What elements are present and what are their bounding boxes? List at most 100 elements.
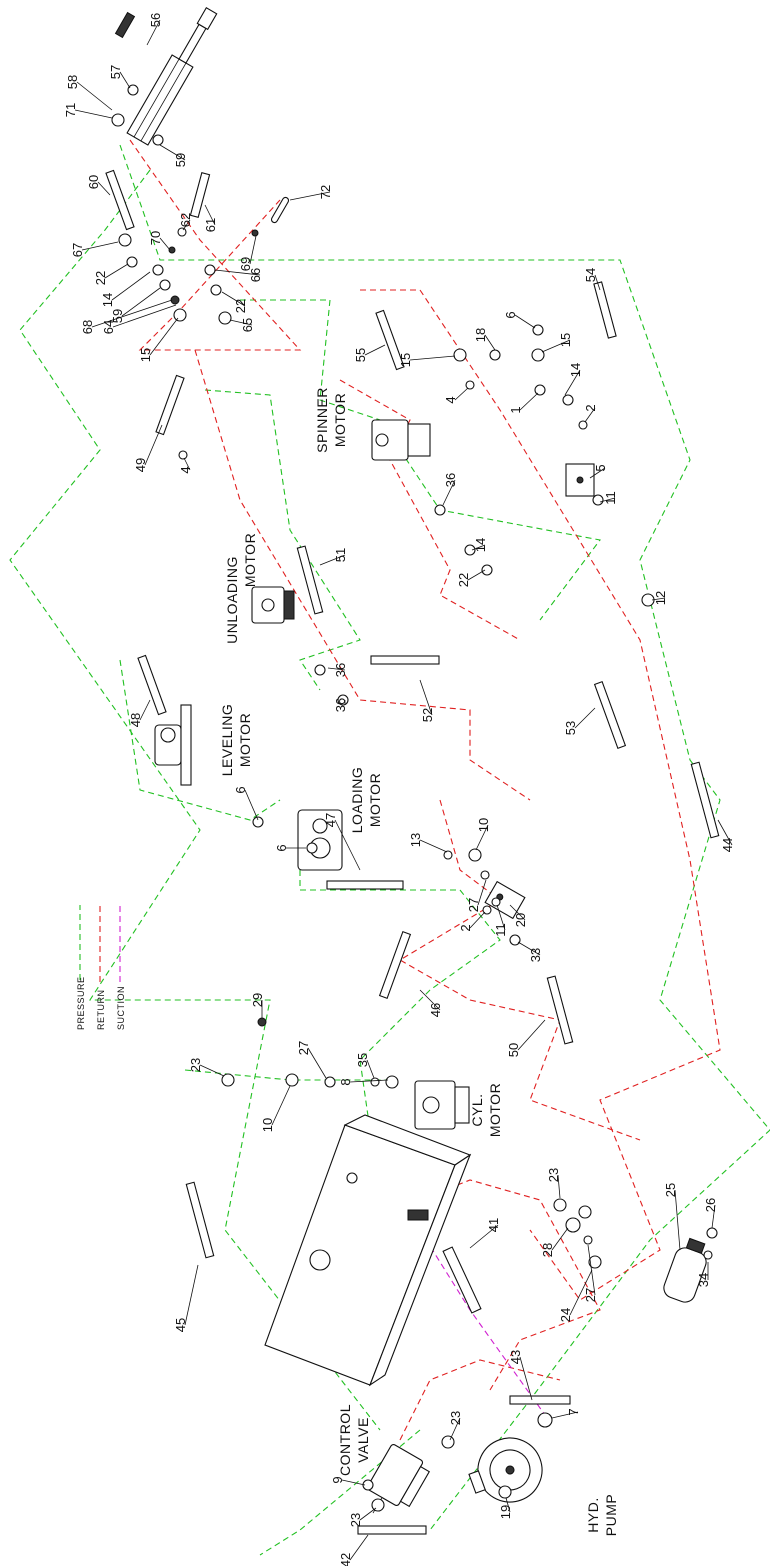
part-number-23: 23 <box>448 1411 463 1425</box>
part-number-57: 57 <box>108 65 123 79</box>
leader-line-50 <box>517 1019 546 1051</box>
pressure-line-loading <box>299 840 501 1201</box>
fitting-23-e <box>371 1498 385 1512</box>
part-number-43: 43 <box>508 1350 523 1364</box>
part-number-44: 44 <box>720 838 735 852</box>
part-number-35: 35 <box>355 1053 370 1067</box>
hose-60 <box>105 169 135 231</box>
part-number-36: 36 <box>333 663 348 677</box>
leader-line-22 <box>104 263 129 279</box>
hose-41 <box>442 1246 482 1314</box>
fitting-13 <box>443 850 453 860</box>
hose-54 <box>593 281 617 339</box>
component-labels: SPINNER MOTOR UNLOADING MOTOR LEVELING M… <box>219 387 619 1536</box>
fitting-4-mid <box>178 450 188 460</box>
leader-line-18 <box>484 334 496 351</box>
leader-line-9 <box>341 1479 366 1486</box>
fitting-23-d <box>441 1435 455 1449</box>
leader-line-2 <box>584 407 596 423</box>
part-number-23: 23 <box>188 1058 203 1072</box>
spinner-valve-block <box>565 463 595 497</box>
part-number-20: 20 <box>513 913 528 927</box>
part-number-64: 64 <box>101 320 116 334</box>
part-number-24: 24 <box>558 1308 573 1322</box>
leveling-motor-label-2: MOTOR <box>237 713 253 767</box>
leader-line-27 <box>477 879 487 906</box>
fitting-14-b <box>464 544 476 556</box>
part-number-62: 62 <box>178 213 193 227</box>
part-number-60: 60 <box>86 175 101 189</box>
leader-line-62 <box>182 219 191 231</box>
leader-line-19 <box>505 1497 511 1513</box>
part-number-27: 27 <box>466 898 481 912</box>
fitting-69 <box>251 229 259 237</box>
part-number-4: 4 <box>443 396 458 403</box>
hose-43 <box>509 1395 571 1405</box>
hose-47 <box>326 880 404 890</box>
part-number-15: 15 <box>398 353 413 367</box>
fitting-27-a <box>480 870 490 880</box>
part-number-51: 51 <box>333 548 348 562</box>
spinner-motor-label-2: MOTOR <box>332 393 348 447</box>
fitting-29 <box>257 1017 267 1027</box>
hose-44 <box>690 761 720 839</box>
fitting-22-mid <box>210 284 222 296</box>
fitting-22-b <box>481 564 493 576</box>
part-number-22: 22 <box>456 573 471 587</box>
part-number-9: 9 <box>330 1476 345 1483</box>
leader-line-12 <box>651 597 666 601</box>
fitting-27-b <box>324 1076 336 1088</box>
fitting-33 <box>509 934 521 946</box>
control-valve-label-1: CONTROL <box>337 1404 353 1476</box>
part-number-61: 61 <box>203 218 218 232</box>
fitting-59-mid <box>159 279 171 291</box>
leader-line-23 <box>557 1174 561 1199</box>
part-number-36: 36 <box>333 698 348 712</box>
hose-46 <box>378 930 412 1000</box>
fitting-10-a <box>468 848 482 862</box>
fitting-6-top <box>532 324 544 336</box>
leader-line-68 <box>91 299 173 328</box>
fitting-24 <box>588 1255 602 1269</box>
fitting-10-b <box>285 1073 299 1087</box>
leader-line-53 <box>574 707 596 729</box>
leader-line-57 <box>119 71 131 89</box>
fitting-22-top <box>126 256 138 268</box>
leader-line-25 <box>674 1189 681 1251</box>
leader-line-41 <box>469 1224 499 1249</box>
loading-motor-label-2: MOTOR <box>367 773 383 827</box>
suction-lines <box>419 1229 546 1416</box>
part-number-22: 22 <box>93 271 108 285</box>
part-number-7: 7 <box>566 1408 581 1415</box>
fitting-36-b <box>314 664 326 676</box>
spinner-motor <box>371 419 431 461</box>
leader-line-10 <box>271 1085 291 1126</box>
unloading-motor-label-1: UNLOADING <box>224 556 240 644</box>
fitting-8 <box>385 1075 399 1089</box>
part-number-27: 27 <box>583 1288 598 1302</box>
return-line-spinner <box>339 379 521 641</box>
legend-pressure-label: PRESSURE <box>76 976 86 1030</box>
leader-line-60 <box>97 181 111 196</box>
leader-line-14 <box>471 544 486 551</box>
hose-assemblies <box>105 169 720 1535</box>
hose-52 <box>370 655 440 665</box>
part-number-71: 71 <box>63 103 78 117</box>
part-number-10: 10 <box>260 1118 275 1132</box>
pressure-line-main-spine <box>119 144 770 1531</box>
part-number-6: 6 <box>503 311 518 318</box>
part-number-55: 55 <box>353 348 368 362</box>
return-line-loading <box>398 799 641 1141</box>
part-number-6: 6 <box>233 786 248 793</box>
hose-61 <box>189 172 211 218</box>
part-number-6: 6 <box>274 844 289 851</box>
leader-line-45 <box>184 1264 199 1326</box>
part-number-70: 70 <box>148 231 163 245</box>
leader-line-61 <box>204 204 216 226</box>
return-line-valve <box>399 1359 561 1441</box>
leader-line-59 <box>121 287 161 317</box>
leader-line-58 <box>76 81 113 111</box>
leader-line-14 <box>564 369 581 396</box>
part-number-8: 8 <box>338 1078 353 1085</box>
